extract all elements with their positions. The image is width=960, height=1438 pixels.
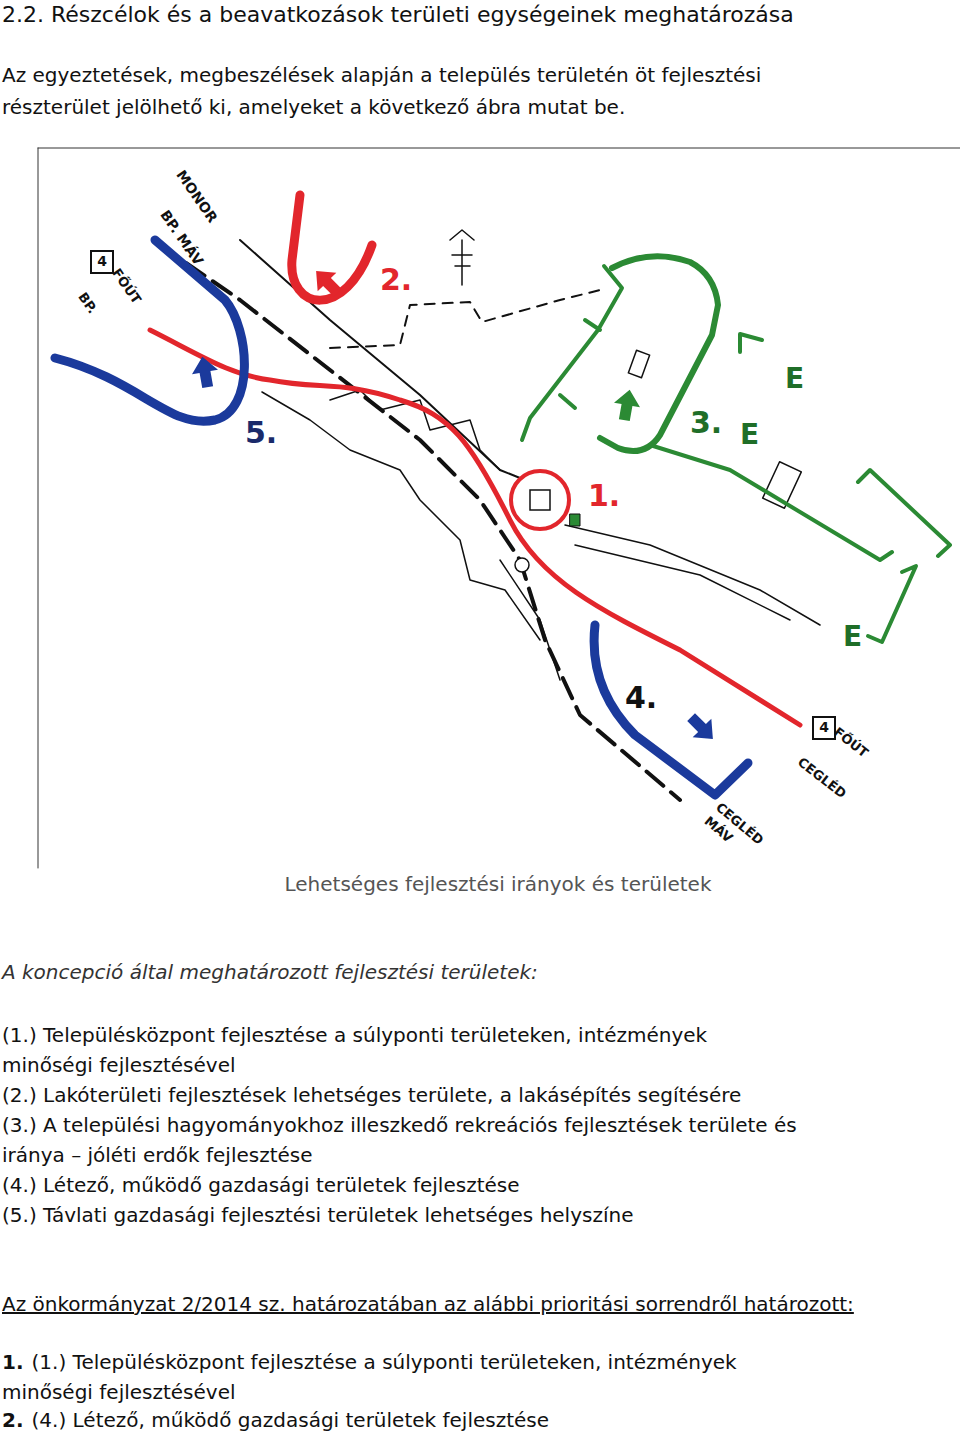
list-item: (5.) Távlati gazdasági fejlesztési terül… <box>2 1200 802 1230</box>
road-label: FŐÚT <box>109 266 144 307</box>
place-label-group: BP. <box>74 288 102 317</box>
priority-number: 2. <box>2 1408 24 1432</box>
priority-item-group: 1.(1.) Településközpont fejlesztése a sú… <box>2 1348 802 1408</box>
zone-letter: E <box>785 362 804 395</box>
road-label-group: FŐÚT <box>830 722 873 761</box>
building-outline <box>262 392 540 640</box>
list-heading: A koncepció által meghatározott fejleszt… <box>2 960 538 984</box>
road-label-group: FŐÚT <box>108 264 146 307</box>
road-number: 4 <box>97 254 107 269</box>
street-line <box>575 545 790 620</box>
callout-number: 5. <box>245 415 277 450</box>
building-block <box>628 350 649 377</box>
place-label: CEGLÉD <box>795 754 849 801</box>
priority-item: (4.) Létező, működő gazdasági területek … <box>32 1408 550 1432</box>
place-label: MONOR <box>173 167 221 226</box>
direction-arrow <box>611 388 642 423</box>
rail-label: BP. MÁV <box>157 207 206 268</box>
zone-letter-group: E <box>785 362 804 395</box>
zone-boundary <box>858 470 950 556</box>
road-number-box: 4 <box>90 250 114 274</box>
priority-item: (1.) Településközpont fejlesztése a súly… <box>2 1350 737 1404</box>
road-outline <box>240 240 520 478</box>
street-line <box>500 560 560 680</box>
rail-label-group: CEGLÉD MÁV <box>701 798 774 867</box>
zone-boundary <box>868 566 916 642</box>
zone-boundary <box>650 445 892 560</box>
callout-number-group: 4. <box>625 680 657 715</box>
zone-letter-group: E <box>740 418 759 451</box>
road-label: FŐÚT <box>831 724 871 760</box>
building-block <box>570 514 580 526</box>
direction-arrow <box>307 262 347 302</box>
zone-letter: E <box>740 418 759 451</box>
list-item-group: (1.) Településközpont fejlesztése a súly… <box>2 1020 802 1230</box>
frame-line <box>38 148 39 868</box>
priority-item-group: 2. (4.) Létező, működő gazdasági területe… <box>2 1406 802 1436</box>
decision-note: Az önkormányzat 2/2014 sz. határozatában… <box>2 1292 854 1316</box>
place-label: BP. <box>75 290 100 317</box>
list-item: (4.) Létező, működő gazdasági területek … <box>2 1170 802 1200</box>
direction-arrow <box>682 708 722 748</box>
development-area <box>594 625 748 795</box>
intro-paragraph: Az egyeztetések, megbeszélések alapján a… <box>2 63 761 119</box>
intro-paragraph-group: Az egyeztetések, megbeszélések alapján a… <box>2 60 842 124</box>
north-symbol <box>450 230 474 285</box>
list-heading-group: A koncepció által meghatározott fejleszt… <box>2 960 538 984</box>
heading-block: 2.2. Részcélok és a beavatkozások terüle… <box>2 2 794 27</box>
callout-number: 2. <box>380 262 412 297</box>
callout-number: 4. <box>625 680 657 715</box>
road-number: 4 <box>819 720 829 735</box>
callout-number-group: 3. <box>690 405 722 440</box>
place-label-group: CEGLÉD <box>794 752 851 802</box>
building-block <box>530 490 550 510</box>
frame-line <box>38 148 960 149</box>
zone-boundary <box>522 266 622 440</box>
direction-arrow <box>189 355 220 390</box>
zone-boundary <box>560 320 600 408</box>
callout-number: 1. <box>588 478 620 513</box>
zone-letter: E <box>843 620 862 653</box>
decision-note-group: Az önkormányzat 2/2014 sz. határozatában… <box>2 1292 854 1316</box>
main-road <box>150 330 800 725</box>
section-heading: 2.2. Részcélok és a beavatkozások terüle… <box>2 2 794 27</box>
figure-caption: Lehetséges fejlesztési irányok és terüle… <box>284 872 711 896</box>
list-item: (3.) A települési hagyományokhoz illeszk… <box>2 1110 802 1170</box>
area-boundary <box>330 290 600 348</box>
zone-letter-group: E <box>843 620 862 653</box>
circle-outline <box>511 471 569 529</box>
crossing-symbol <box>515 558 529 572</box>
road-number-box: 4 <box>812 716 836 740</box>
callout-number: 3. <box>690 405 722 440</box>
circle-outline <box>508 468 572 532</box>
callout-number-group: 5. <box>245 415 277 450</box>
rail-label: CEGLÉD MÁV <box>702 800 767 848</box>
list-item: (2.) Lakóterületi fejlesztések lehetsége… <box>2 1080 802 1110</box>
priority-number: 1. <box>2 1350 24 1374</box>
zone-boundary <box>740 334 762 352</box>
list-item: (1.) Településközpont fejlesztése a súly… <box>2 1020 802 1080</box>
place-label-group: MONOR <box>172 166 222 226</box>
circle-marker: 1. <box>508 468 572 532</box>
caption-block: Lehetséges fejlesztési irányok és terüle… <box>198 872 798 896</box>
development-area <box>55 240 244 421</box>
callout-number-group: 2. <box>380 262 412 297</box>
